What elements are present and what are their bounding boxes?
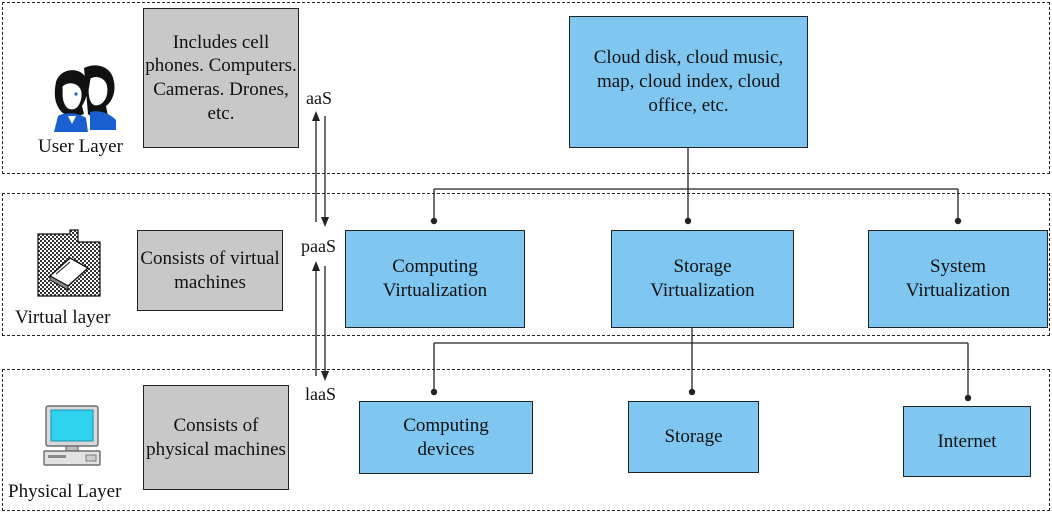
system-virtualization-text: System Virtualization bbox=[905, 256, 1011, 301]
computing-devices-text: Computing devices bbox=[403, 414, 489, 460]
user-layer-label: User Layer bbox=[38, 136, 123, 157]
computing-virtualization-text: Computing Virtualization bbox=[382, 256, 488, 301]
virtual-layer-label: Virtual layer bbox=[15, 307, 111, 328]
computing-virtualization-box: Computing Virtualization bbox=[345, 230, 525, 328]
computing-devices-box: Computing devices bbox=[359, 401, 533, 474]
user-layer-frame bbox=[2, 2, 1050, 174]
virtual-layer-frame bbox=[2, 193, 1050, 336]
cloud-apps-text: Cloud disk, cloud music, map, cloud inde… bbox=[593, 47, 784, 116]
storage-box: Storage bbox=[628, 401, 759, 473]
physical-description-box: Consists of physical machines bbox=[143, 385, 289, 490]
storage-text: Storage bbox=[664, 426, 723, 448]
physical-layer-label: Physical Layer bbox=[8, 481, 122, 502]
user-devices-text: Includes cell phones. Computers. Cameras… bbox=[145, 31, 297, 124]
service-label-laas: laaS bbox=[305, 384, 336, 404]
user-devices-box: Includes cell phones. Computers. Cameras… bbox=[143, 8, 299, 148]
service-label-aas: aaS bbox=[306, 88, 332, 108]
internet-box: Internet bbox=[903, 406, 1031, 477]
storage-virtualization-box: Storage Virtualization bbox=[611, 230, 794, 328]
storage-virtualization-text: Storage Virtualization bbox=[650, 256, 755, 301]
system-virtualization-box: System Virtualization bbox=[868, 230, 1048, 328]
desktop-computer-icon bbox=[43, 405, 101, 466]
virtual-machine-icon bbox=[37, 229, 101, 297]
service-label-paas: paaS bbox=[301, 236, 336, 256]
physical-description-text: Consists of physical machines bbox=[146, 414, 286, 460]
users-icon bbox=[54, 65, 116, 132]
virtual-description-box: Consists of virtual machines bbox=[137, 230, 283, 311]
virtual-description-text: Consists of virtual machines bbox=[140, 247, 280, 293]
physical-layer-frame bbox=[2, 369, 1050, 511]
internet-text: Internet bbox=[937, 430, 997, 452]
cloud-apps-box: Cloud disk, cloud music, map, cloud inde… bbox=[569, 16, 808, 148]
